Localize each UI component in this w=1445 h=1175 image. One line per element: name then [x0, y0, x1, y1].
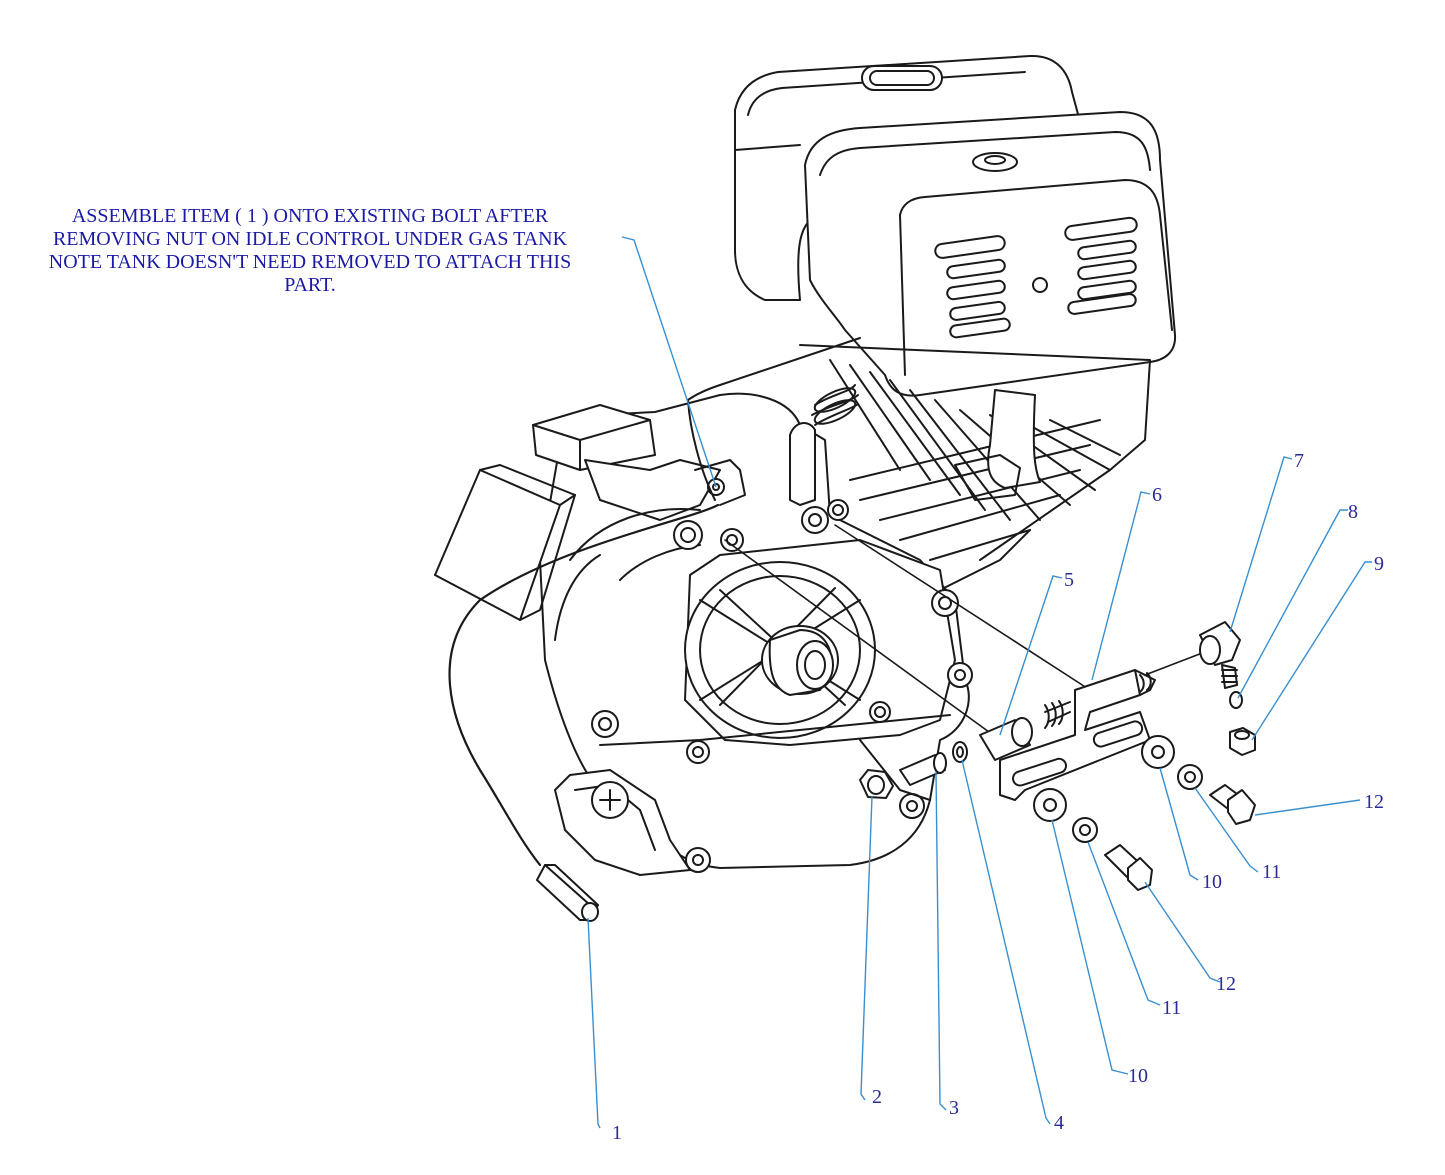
- callout-10-upper: 10: [1202, 871, 1222, 893]
- part-6-bracket: [999, 669, 1156, 801]
- callout-1: 1: [612, 1122, 622, 1144]
- part-2-nut: [859, 769, 894, 799]
- callout-numbers: 1 2 3 4 5 6 7 8 9 10 11 12 10 11 12: [612, 450, 1384, 1144]
- callout-11-lower: 11: [1162, 997, 1181, 1019]
- assembly-note: ASSEMBLE ITEM ( 1 ) ONTO EXISTING BOLT A…: [0, 205, 620, 297]
- note-line-4: PART.: [284, 274, 336, 296]
- leader-lines: [587, 236, 1372, 1129]
- callout-11-upper: 11: [1262, 861, 1281, 883]
- callout-12-upper: 12: [1364, 791, 1384, 813]
- part-1-hex-standoff: [536, 864, 599, 922]
- callout-12-lower: 12: [1216, 973, 1236, 995]
- part-4-washer: [952, 741, 968, 763]
- cylinder-fins: [799, 344, 1151, 591]
- part-10-washer-lower: [1033, 788, 1067, 822]
- crankcase: [434, 392, 973, 876]
- callout-10-lower: 10: [1128, 1065, 1148, 1087]
- part-12-bolt-upper: [1209, 784, 1256, 825]
- callout-3: 3: [949, 1097, 959, 1119]
- callout-4: 4: [1054, 1112, 1064, 1134]
- callout-9: 9: [1374, 553, 1384, 575]
- housing-bolts: [591, 478, 973, 873]
- part-12-bolt-lower: [1104, 844, 1153, 891]
- part-9-nut: [1229, 727, 1256, 756]
- callout-7: 7: [1294, 450, 1304, 472]
- air-cleaner-box: [804, 111, 1177, 397]
- throttle-cable: [448, 337, 1211, 867]
- note-line-2: REMOVING NUT ON IDLE CONTROL UNDER GAS T…: [52, 228, 568, 250]
- part-3-stud: [899, 752, 947, 786]
- callout-8: 8: [1348, 501, 1358, 523]
- callout-6: 6: [1152, 484, 1162, 506]
- note-line-3: NOTE TANK DOESN'T NEED REMOVED TO ATTACH…: [48, 251, 572, 273]
- note-line-1: ASSEMBLE ITEM ( 1 ) ONTO EXISTING BOLT A…: [71, 205, 549, 227]
- part-11-lockwasher-lower: [1072, 817, 1098, 843]
- callout-2: 2: [872, 1086, 882, 1108]
- part-11-lockwasher-upper: [1177, 764, 1203, 790]
- part-10-washer-upper: [1141, 735, 1175, 769]
- callout-5: 5: [1064, 569, 1074, 591]
- part-7-fitting: [1199, 621, 1241, 689]
